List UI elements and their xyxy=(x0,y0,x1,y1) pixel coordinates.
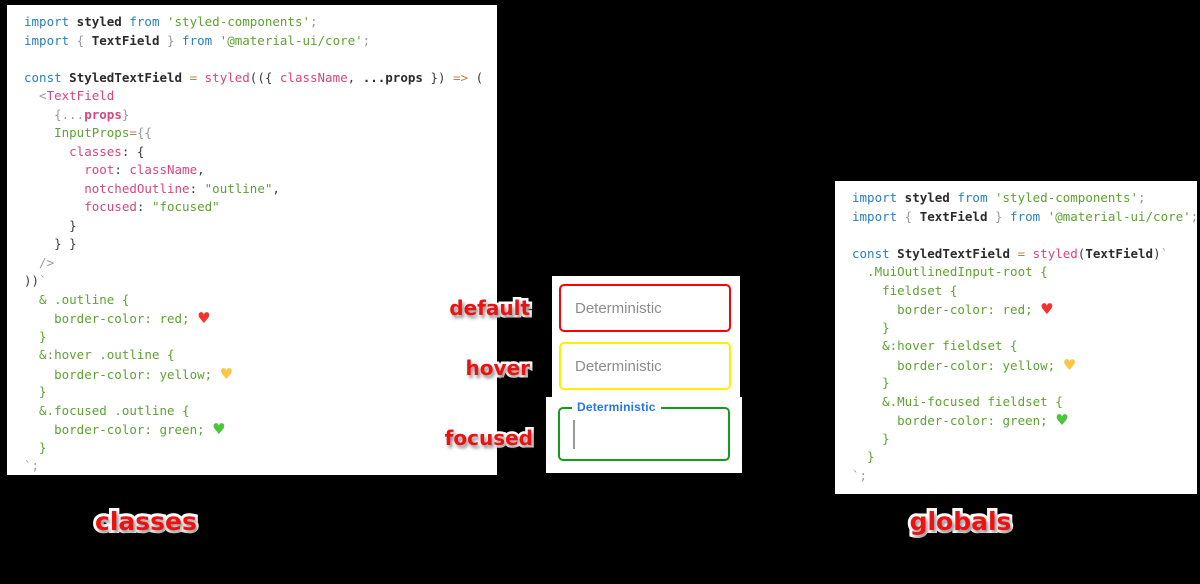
state-label-focused: focused xyxy=(442,424,535,453)
code-panel-globals: import styled from 'styled-components';i… xyxy=(835,181,1197,494)
green-heart-emoji: ♥ xyxy=(212,420,226,438)
textfield-hover[interactable] xyxy=(559,342,731,390)
green-heart-emoji: ♥ xyxy=(1055,411,1069,429)
state-label-default: default xyxy=(447,294,533,323)
red-heart-emoji: ♥ xyxy=(1040,300,1054,318)
yellow-heart-emoji: ♥ xyxy=(219,364,234,383)
state-label-hover: hover xyxy=(463,354,532,383)
caption-classes: classes xyxy=(92,504,200,539)
code-panel-classes: import styled from 'styled-components';i… xyxy=(7,5,497,475)
caption-globals: globals xyxy=(907,504,1015,539)
textfield-default-input[interactable] xyxy=(561,286,729,330)
textfield-hover-input[interactable] xyxy=(561,344,729,388)
yellow-heart-emoji: ♥ xyxy=(1062,355,1077,374)
textfield-focused-input[interactable] xyxy=(560,409,728,459)
red-heart-emoji: ♥ xyxy=(197,309,211,327)
textfield-default[interactable] xyxy=(559,284,731,332)
textfield-focused[interactable]: Deterministic xyxy=(558,400,730,461)
code-block-globals: import styled from 'styled-components';i… xyxy=(852,190,1197,483)
code-block-classes: import styled from 'styled-components';i… xyxy=(24,14,484,473)
